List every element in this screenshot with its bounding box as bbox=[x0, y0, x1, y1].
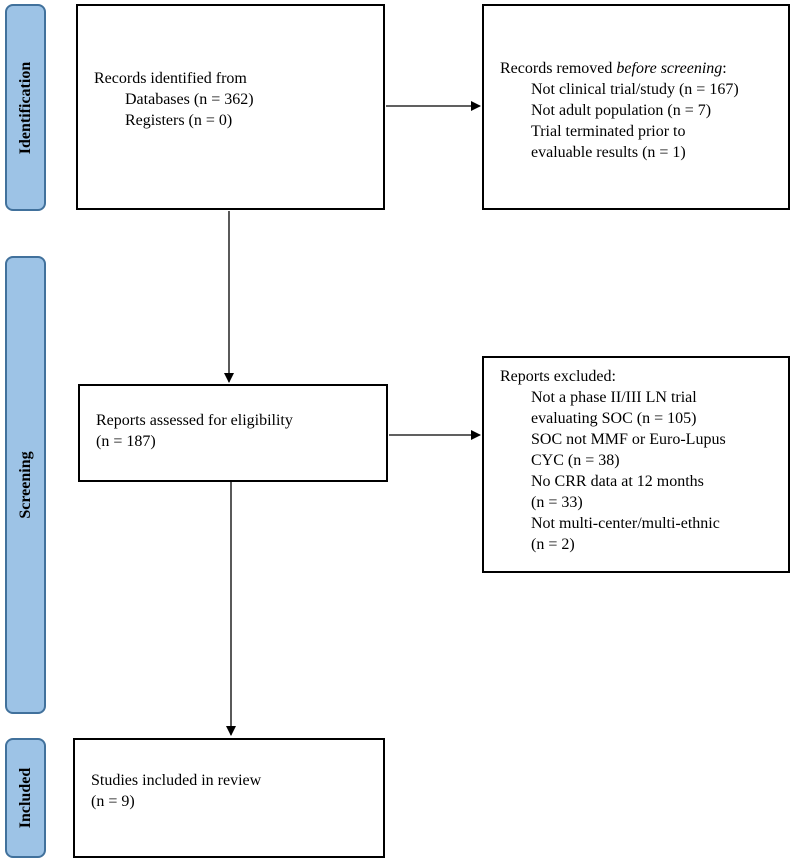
studies-included-count: (n = 9) bbox=[91, 793, 135, 810]
studies-included-box: Studies included in review (n = 9) bbox=[73, 738, 385, 858]
phase-screening: Screening bbox=[5, 256, 46, 714]
reports-excluded-item: SOC not MMF or Euro-Lupus bbox=[531, 431, 726, 448]
records-removed-item: Not adult population (n = 7) bbox=[531, 102, 712, 119]
records-removed-box: Records removed before screening: Not cl… bbox=[482, 4, 790, 210]
records-identified-databases: Databases (n = 362) bbox=[125, 91, 254, 108]
records-removed-title-suffix: : bbox=[722, 60, 727, 77]
records-removed-title-prefix: Records removed bbox=[500, 60, 617, 77]
reports-excluded-item: Not multi-center/multi-ethnic bbox=[531, 515, 720, 532]
studies-included-title: Studies included in review bbox=[91, 772, 262, 789]
reports-excluded-box: Reports excluded: Not a phase II/III LN … bbox=[482, 356, 790, 573]
reports-excluded-item: Not a phase II/III LN trial bbox=[531, 389, 697, 406]
records-identified-registers: Registers (n = 0) bbox=[125, 112, 233, 129]
records-removed-item: Not clinical trial/study (n = 167) bbox=[531, 81, 739, 98]
phase-included: Included bbox=[5, 738, 46, 858]
reports-excluded-item: evaluating SOC (n = 105) bbox=[531, 410, 697, 427]
records-removed-item: evaluable results (n = 1) bbox=[531, 144, 686, 161]
reports-assessed-box: Reports assessed for eligibility (n = 18… bbox=[78, 384, 388, 482]
reports-excluded-item: No CRR data at 12 months bbox=[531, 473, 704, 490]
reports-assessed-count: (n = 187) bbox=[96, 433, 156, 450]
phase-identification: Identification bbox=[5, 4, 46, 211]
records-identified-title: Records identified from bbox=[94, 70, 247, 87]
reports-excluded-item: (n = 2) bbox=[531, 536, 575, 553]
reports-excluded-item: (n = 33) bbox=[531, 494, 583, 511]
records-removed-item: Trial terminated prior to bbox=[531, 123, 686, 140]
reports-excluded-item: CYC (n = 38) bbox=[531, 452, 620, 469]
records-removed-title-emph: before screening bbox=[616, 60, 723, 77]
records-removed-title: Records removed before screening: bbox=[500, 58, 788, 79]
records-identified-box: Records identified from Databases (n = 3… bbox=[76, 4, 385, 210]
reports-excluded-title: Reports excluded: bbox=[500, 368, 616, 385]
reports-assessed-title: Reports assessed for eligibility bbox=[96, 412, 293, 429]
